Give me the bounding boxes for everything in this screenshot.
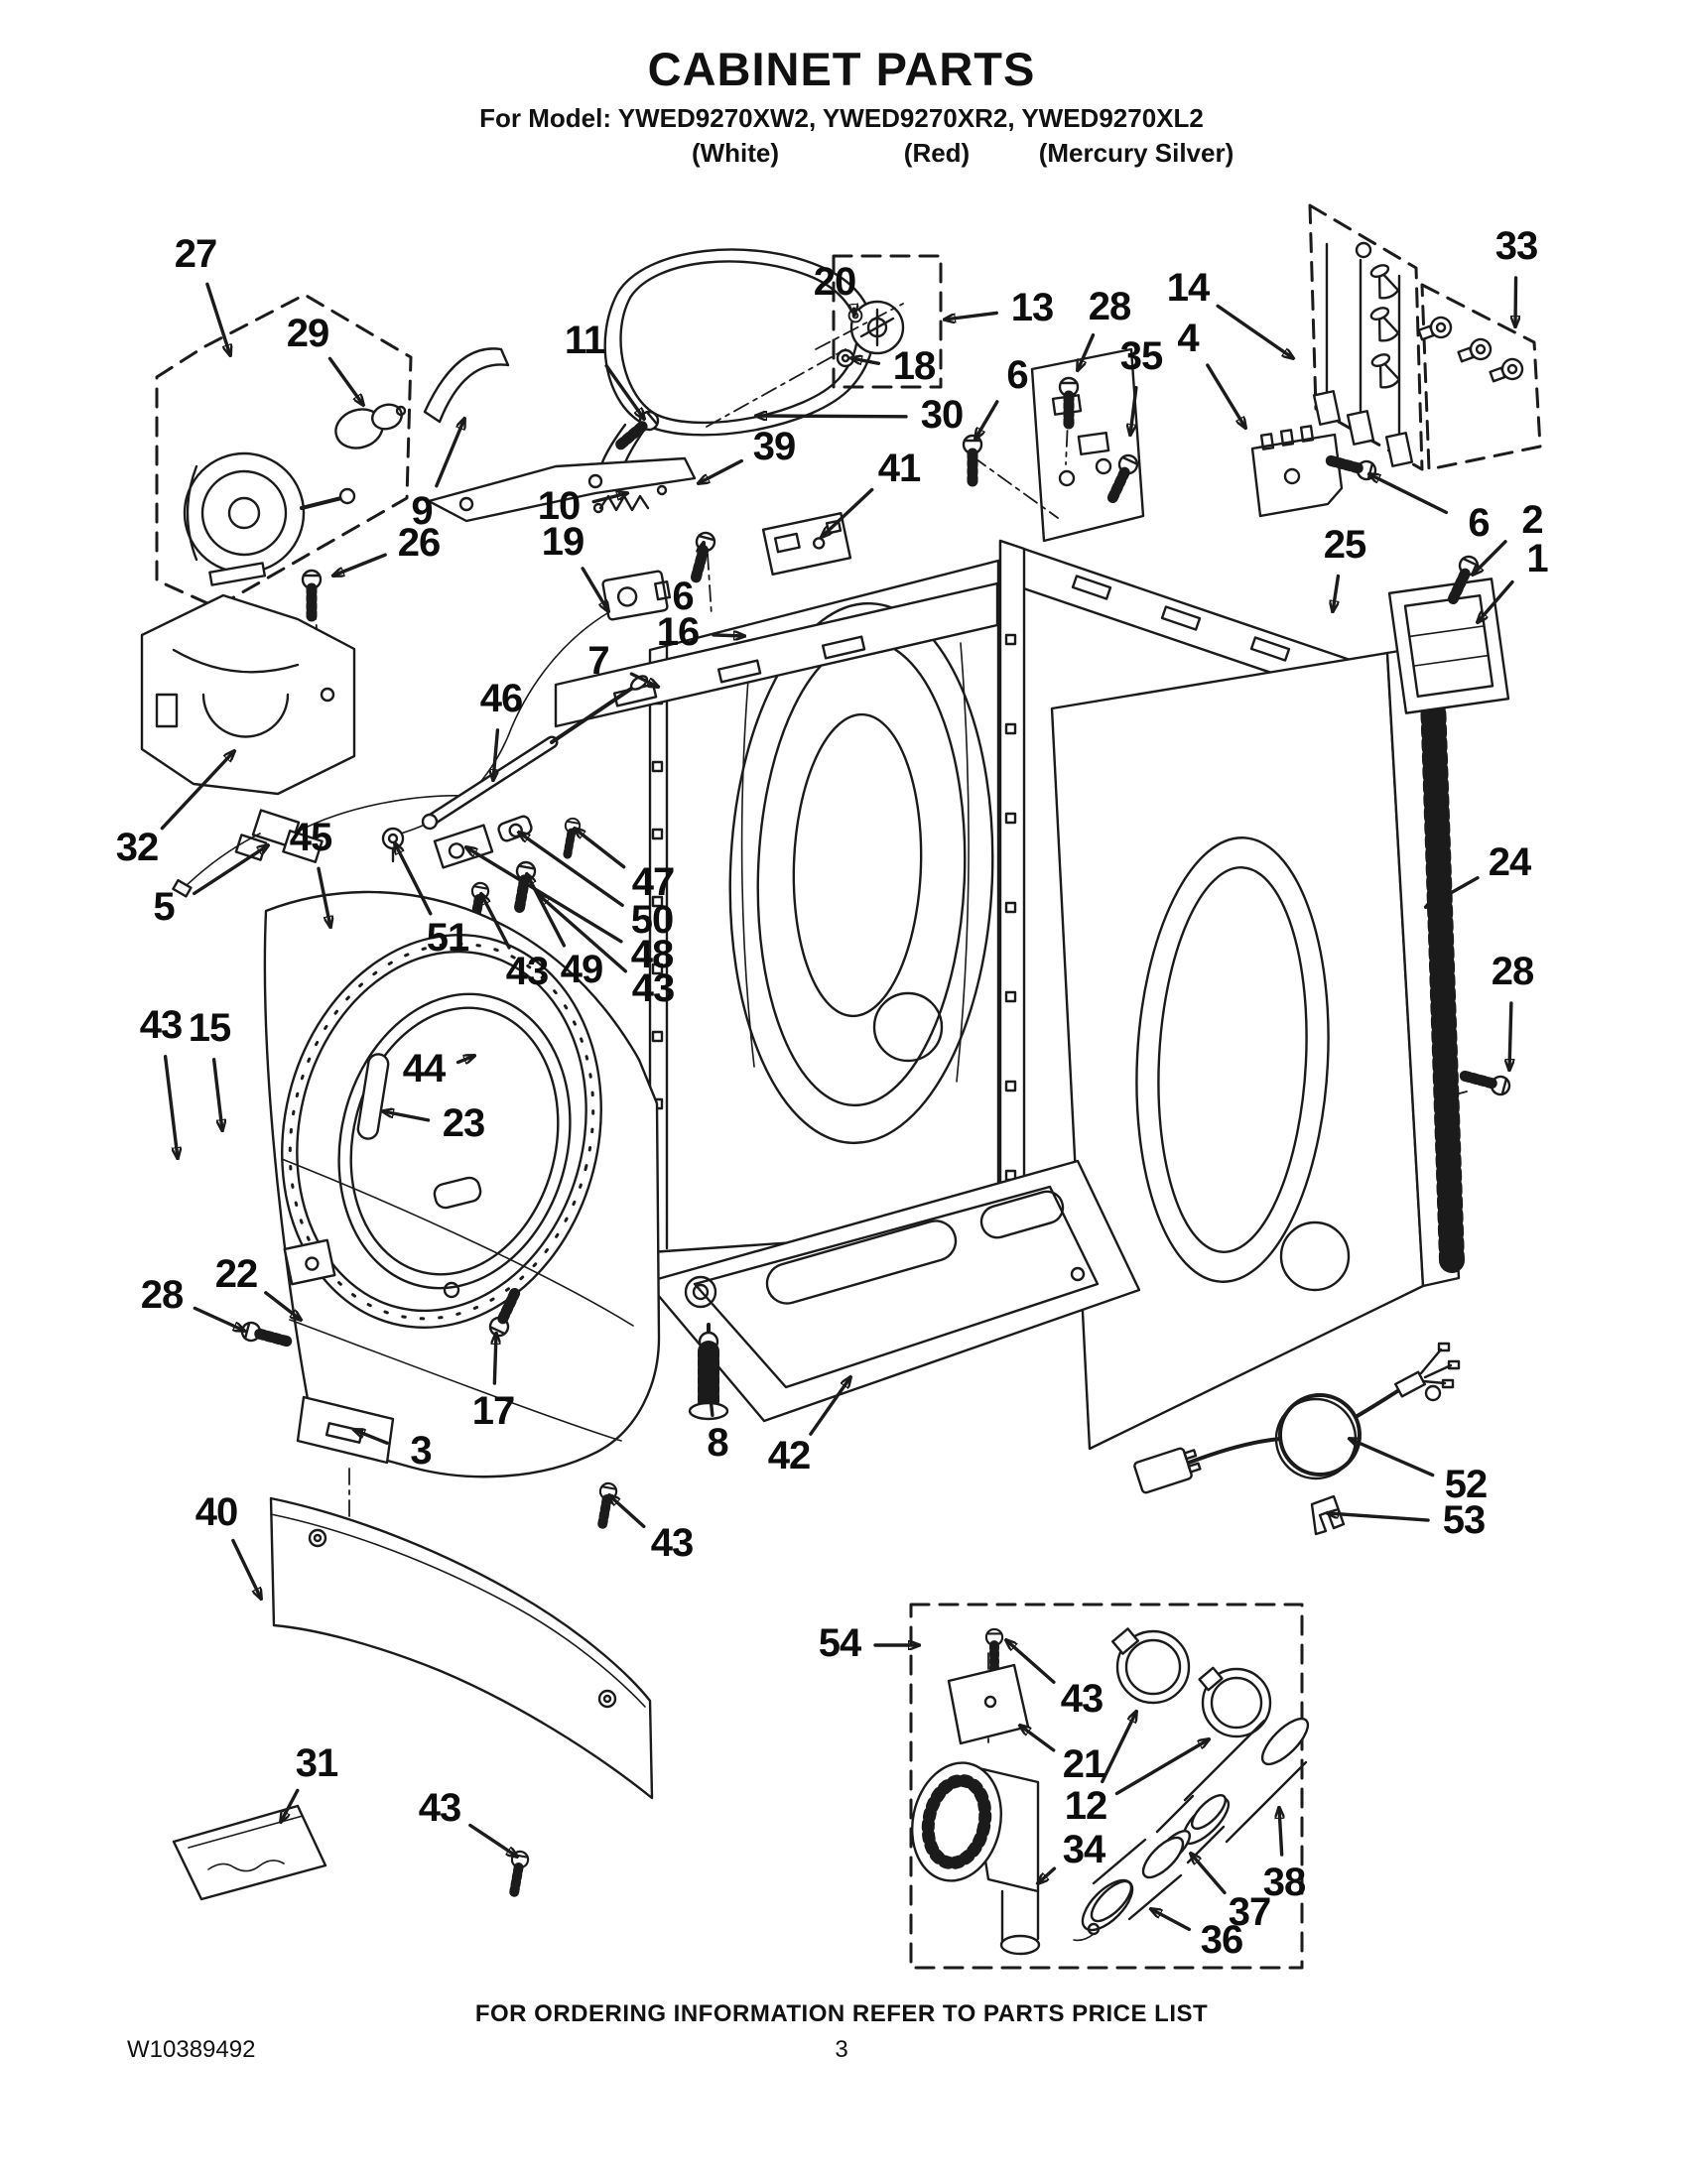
callout-43: 43 (1060, 1677, 1104, 1721)
vent-kit-art (909, 1603, 1310, 1970)
callout-52: 52 (1444, 1463, 1488, 1506)
callout-6: 6 (672, 575, 694, 618)
callout-6: 6 (1006, 353, 1028, 397)
callout-39: 39 (752, 425, 796, 468)
callout-48: 48 (630, 933, 674, 976)
finish-labels: (White) (Red) (Mercury Silver) (0, 138, 1688, 172)
callout-4: 4 (1177, 317, 1199, 360)
callout-24: 24 (1488, 840, 1531, 884)
callout-44: 44 (402, 1047, 446, 1091)
callout-19: 19 (541, 520, 584, 564)
callout-38: 38 (1262, 1861, 1306, 1904)
callout-13: 13 (1010, 286, 1054, 329)
callout-10: 10 (537, 484, 581, 528)
callout-21: 21 (1062, 1742, 1105, 1786)
callout-43: 43 (418, 1786, 461, 1830)
callout-3: 3 (410, 1429, 432, 1473)
callout-27: 27 (174, 232, 217, 276)
callout-8: 8 (707, 1421, 728, 1465)
callout-43: 43 (505, 950, 549, 993)
page-title: CABINET PARTS (647, 43, 1036, 95)
callout-54: 54 (818, 1621, 861, 1665)
callout-11: 11 (564, 319, 605, 362)
callout-37: 37 (1228, 1890, 1271, 1934)
ordering-note: FOR ORDERING INFORMATION REFER TO PARTS … (474, 2000, 1209, 2027)
model-line: For Model: YWED9270XW2, YWED9270XR2, YWE… (479, 103, 1204, 133)
callout-28: 28 (1088, 285, 1131, 328)
callout-35: 35 (1119, 334, 1163, 378)
callout-40: 40 (195, 1490, 238, 1534)
motor-assembly-art (155, 293, 510, 641)
duct-bracket-art (140, 593, 356, 796)
callout-15: 15 (188, 1006, 231, 1050)
callout-36: 36 (1200, 1918, 1243, 1962)
side-panel-art (1050, 645, 1511, 1451)
callout-49: 49 (560, 948, 603, 991)
callout-28: 28 (140, 1273, 184, 1317)
callout-45: 45 (289, 816, 332, 859)
callout-34: 34 (1062, 1828, 1105, 1871)
idler-art (427, 408, 697, 523)
callout-47: 47 (631, 860, 675, 904)
pulley-box-art (815, 254, 943, 389)
control-board-art (1387, 554, 1510, 714)
callout-2: 2 (1521, 498, 1543, 542)
callout-28: 28 (1491, 950, 1534, 993)
callout-7: 7 (587, 639, 609, 683)
callout-31: 31 (295, 1741, 338, 1785)
finish-label: (Red) (903, 138, 971, 168)
callout-43: 43 (631, 966, 675, 1010)
callout-1: 1 (1526, 537, 1548, 580)
callout-46: 46 (479, 677, 523, 720)
finish-label: (White) (691, 138, 780, 168)
callout-33: 33 (1494, 224, 1538, 268)
document-number: W10389492 (127, 2036, 256, 2063)
callout-9: 9 (411, 489, 433, 533)
callout-18: 18 (892, 344, 936, 388)
callout-12: 12 (1064, 1784, 1107, 1828)
callout-29: 29 (286, 312, 329, 355)
callout-17: 17 (471, 1389, 515, 1433)
power-cord-art (1133, 1342, 1461, 1536)
toe-panel-art (172, 1496, 654, 1899)
callout-14: 14 (1166, 266, 1210, 310)
callout-41: 41 (877, 447, 921, 490)
finish-label: (Mercury Silver) (1038, 138, 1234, 168)
callout-5: 5 (153, 885, 175, 929)
page-number: 3 (835, 2036, 848, 2063)
callout-43: 43 (139, 1003, 183, 1047)
callout-25: 25 (1323, 523, 1366, 567)
callout-22: 22 (214, 1252, 258, 1296)
callout-16: 16 (656, 610, 700, 654)
front-panel-art (240, 890, 661, 1535)
callout-42: 42 (767, 1434, 811, 1477)
callout-32: 32 (115, 826, 159, 869)
callout-53: 53 (1442, 1498, 1486, 1542)
base-pan-art (645, 1159, 1141, 1423)
heater-assembly-art (1030, 203, 1542, 543)
callout-51: 51 (426, 916, 469, 960)
callout-43: 43 (650, 1521, 694, 1565)
callout-23: 23 (442, 1101, 485, 1145)
callout-arrows (160, 276, 1515, 1932)
callout-50: 50 (630, 898, 674, 942)
callout-30: 30 (920, 393, 964, 437)
callout-6: 6 (1468, 501, 1490, 545)
callout-26: 26 (397, 521, 441, 565)
callout-20: 20 (813, 260, 856, 304)
